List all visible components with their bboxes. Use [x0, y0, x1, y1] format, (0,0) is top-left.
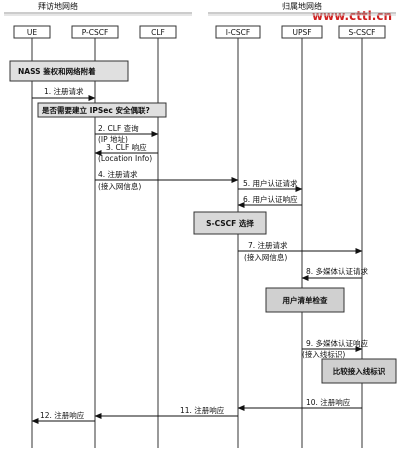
msg-6-label: 6. 用户认证响应	[243, 194, 298, 204]
nass-box-label: NASS 鉴权和网络附着	[18, 66, 96, 76]
msg-5-label: 5. 用户认证请求	[243, 178, 298, 188]
msg-8-label: 8. 多媒体认证请求	[306, 266, 369, 276]
user-list-box: 用户清单检查	[265, 287, 345, 313]
domain-visited-label: 拜访地网络	[38, 1, 78, 11]
msg-11-label: 11. 注册响应	[180, 405, 225, 415]
msg-10-label: 10. 注册响应	[306, 397, 351, 407]
msg-3-sub: (Location Info)	[98, 154, 152, 163]
entity-i-cscf: I-CSCF	[215, 25, 261, 39]
entity-s-cscf-label: S-CSCF	[348, 28, 375, 37]
msg-4-sub: (接入网信息)	[98, 181, 141, 191]
msg-1-label: 1. 注册请求	[44, 86, 84, 96]
msg-12-label: 12. 注册响应	[40, 410, 85, 420]
entity-p-cscf: P-CSCF	[71, 25, 119, 39]
entity-clf-label: CLF	[151, 28, 165, 37]
msg-9-sub: (接入线标识)	[302, 349, 345, 359]
s-cscf-select-label: S-CSCF 选择	[206, 218, 254, 228]
domain-home-label: 归属地网络	[282, 1, 322, 11]
msg-9-label: 9. 多媒体认证响应	[306, 338, 369, 348]
compare-line-label: 比较接入线标识	[333, 366, 386, 376]
user-list-label: 用户清单检查	[283, 295, 328, 305]
msg-2-sub: (IP 地址)	[98, 134, 128, 144]
s-cscf-select-box: S-CSCF 选择	[193, 211, 267, 235]
nass-box: NASS 鉴权和网络附着	[9, 60, 129, 82]
entity-ue-label: UE	[27, 28, 37, 37]
entity-clf: CLF	[139, 25, 177, 39]
ipsec-box-label: 是否需要建立 IPSec 安全偶联?	[41, 105, 150, 115]
msg-2-label: 2. CLF 查询	[98, 123, 139, 133]
entity-ue: UE	[13, 25, 51, 39]
msg-3-label: 3. CLF 响应	[106, 142, 147, 152]
entity-i-cscf-label: I-CSCF	[226, 28, 250, 37]
entity-p-cscf-label: P-CSCF	[82, 28, 109, 37]
compare-line-box: 比较接入线标识	[321, 358, 397, 384]
msg-7-sub: (接入网信息)	[244, 252, 287, 262]
entity-s-cscf: S-CSCF	[338, 25, 386, 39]
ipsec-box: 是否需要建立 IPSec 安全偶联?	[37, 102, 167, 118]
msg-4-label: 4. 注册请求	[98, 169, 138, 179]
lifelines	[31, 38, 363, 448]
entity-upsf-label: UPSF	[292, 28, 311, 37]
watermark: www.cttl.cn	[312, 9, 392, 23]
msg-7-label: 7. 注册请求	[248, 240, 288, 250]
entity-upsf: UPSF	[281, 25, 323, 39]
